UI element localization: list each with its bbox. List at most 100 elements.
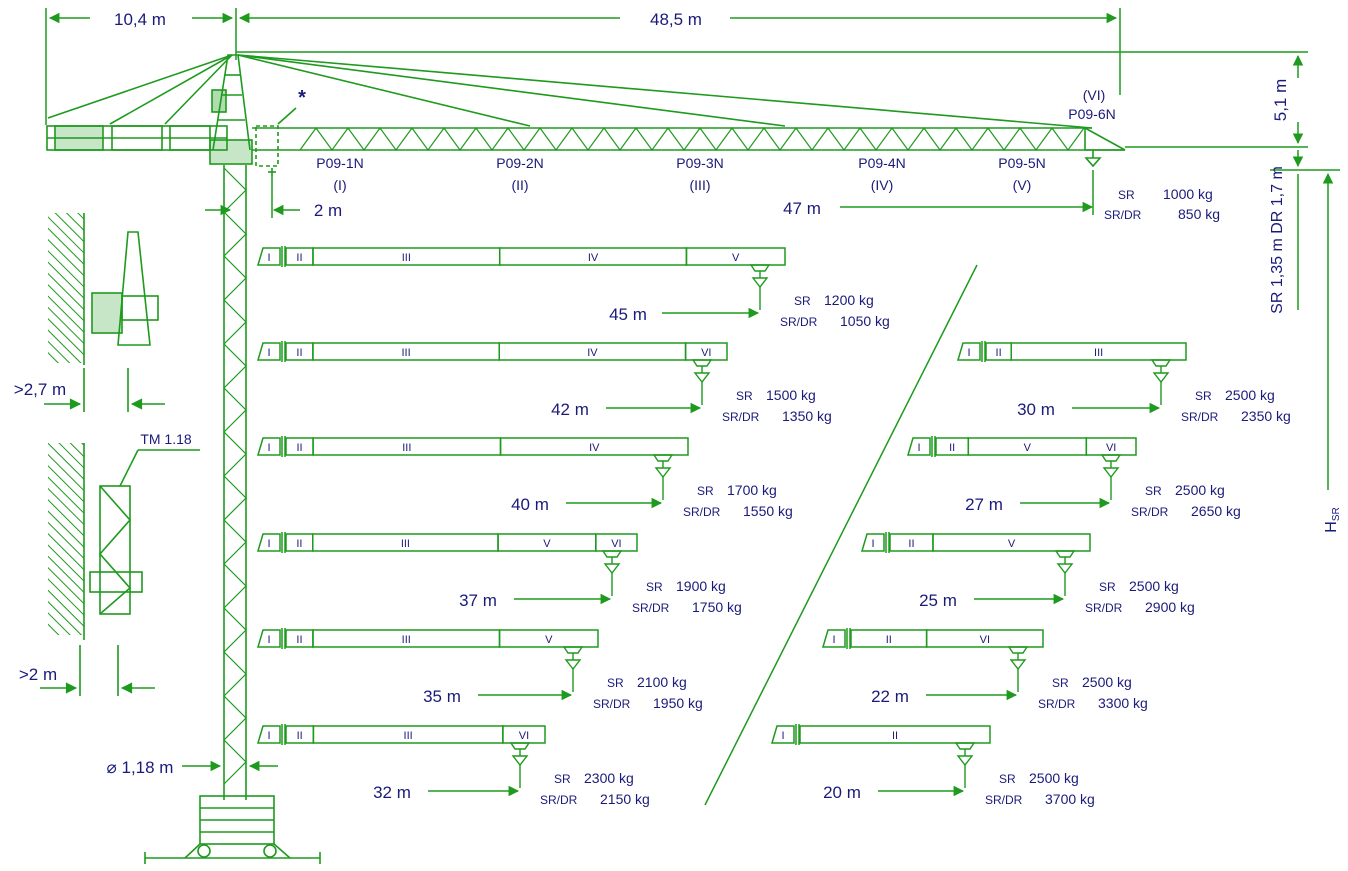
sr-label: SR	[554, 772, 571, 786]
reach-label: 40 m	[511, 495, 549, 514]
tower-width-label: ⌀ 1,18 m	[107, 758, 174, 777]
hook-block	[603, 563, 621, 575]
trolley	[1150, 359, 1172, 367]
main-sr-load: 1000 kg	[1163, 186, 1213, 202]
trolley	[1100, 454, 1122, 462]
hook-block	[564, 659, 582, 671]
main-srdr-label: SR/DR	[1104, 208, 1142, 222]
sr-load: 2500 kg	[1129, 578, 1179, 594]
segment-label: I	[267, 634, 270, 646]
srdr-label: SR/DR	[1085, 601, 1123, 615]
trolley	[1054, 550, 1076, 558]
jib-section-2-code: P09-2N	[496, 155, 543, 171]
srdr-label: SR/DR	[632, 601, 670, 615]
trolley	[1007, 646, 1029, 654]
jib-length-label: 48,5 m	[650, 10, 702, 29]
diameter-symbol: ⌀	[107, 758, 117, 777]
segment-label: II	[296, 347, 302, 359]
wall-detail-lower	[40, 443, 200, 696]
jib-section-1-roman: (I)	[333, 177, 346, 193]
wall-clearance-top-label: >2,7 m	[14, 380, 66, 399]
srdr-label: SR/DR	[683, 505, 721, 519]
sr-label: SR	[646, 580, 663, 594]
hook-block	[1102, 467, 1120, 479]
jib-section-6-code: P09-6N	[1068, 106, 1115, 122]
segment-label: VI	[611, 538, 621, 550]
hook-block	[511, 755, 529, 767]
sr-load: 1700 kg	[727, 482, 777, 498]
segment-label: I	[267, 538, 270, 550]
hook-block	[693, 372, 711, 384]
sr-label: SR	[736, 389, 753, 403]
segment-label: I	[967, 347, 970, 359]
slew-offset-dimension	[205, 176, 300, 218]
segment-box	[256, 247, 281, 266]
sr-load: 2500 kg	[1029, 770, 1079, 786]
segment-box	[256, 533, 281, 552]
tower-section-label: TM 1.18	[140, 431, 192, 447]
srdr-load: 2150 kg	[600, 791, 650, 807]
segment-label: II	[949, 442, 955, 454]
segment-box	[956, 342, 981, 361]
trolley	[601, 550, 623, 558]
segment-label: V	[543, 538, 551, 550]
trolley	[562, 646, 584, 654]
main-reach-label: 47 m	[783, 199, 821, 218]
hook-block	[1009, 659, 1027, 671]
sr-label: SR	[794, 294, 811, 308]
segment-label: II	[296, 252, 302, 264]
segment-label: II	[886, 634, 892, 646]
segment-label: III	[402, 442, 411, 454]
srdr-label: SR/DR	[1131, 505, 1169, 519]
main-sr-label: SR	[1118, 188, 1135, 202]
sr-label: SR	[1145, 484, 1162, 498]
segment-label: I	[267, 730, 270, 742]
srdr-label: SR/DR	[1181, 410, 1219, 424]
wall-detail-upper	[44, 213, 165, 412]
hook-height-symbol: HSR	[1323, 507, 1342, 532]
srdr-load: 2650 kg	[1191, 503, 1241, 519]
segment-box	[932, 533, 1091, 552]
hook-block	[1152, 372, 1170, 384]
segment-label: V	[545, 634, 553, 646]
segment-label: IV	[588, 252, 599, 264]
segment-box	[685, 247, 786, 266]
reach-label: 22 m	[871, 687, 909, 706]
reach-label: 35 m	[423, 687, 461, 706]
sr-label: SR	[607, 676, 624, 690]
srdr-label: SR/DR	[540, 793, 578, 807]
segment-label: I	[267, 347, 270, 359]
jib-section-6-roman: (VI)	[1083, 87, 1106, 103]
jib-section-1-code: P09-1N	[316, 155, 363, 171]
trolley	[509, 742, 531, 750]
segment-label: V	[1008, 538, 1016, 550]
segment-box	[799, 725, 991, 744]
segment-label: II	[908, 538, 914, 550]
segment-label: I	[917, 442, 920, 454]
srdr-load: 1350 kg	[782, 408, 832, 424]
segment-label: IV	[589, 442, 600, 454]
segment-box	[1010, 342, 1187, 361]
jib-section-3-code: P09-3N	[676, 155, 723, 171]
srdr-load: 1950 kg	[653, 695, 703, 711]
srdr-load: 3700 kg	[1045, 791, 1095, 807]
jib-section-3-roman: (III)	[690, 177, 711, 193]
jib-section-5-roman: (V)	[1013, 177, 1032, 193]
reach-label: 32 m	[373, 783, 411, 802]
main-srdr-load: 850 kg	[1178, 206, 1220, 222]
asterisk-mark: *	[298, 87, 306, 109]
head-height-label: 5,1 m	[1271, 79, 1290, 122]
segment-label: V	[732, 252, 740, 264]
srdr-load: 1550 kg	[743, 503, 793, 519]
segment-label: III	[1094, 347, 1103, 359]
srdr-load: 1750 kg	[692, 599, 742, 615]
segment-label: VI	[980, 634, 990, 646]
segment-box	[256, 342, 281, 361]
segment-label: V	[1024, 442, 1032, 454]
segment-label: II	[296, 442, 302, 454]
